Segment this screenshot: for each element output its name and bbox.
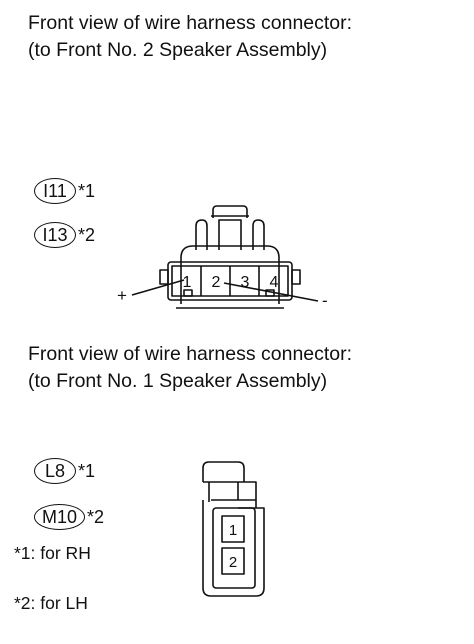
plus-leader-line xyxy=(131,279,185,296)
connector-2pin-drawing xyxy=(202,461,265,597)
connector-code-i13: I13 *2 xyxy=(34,222,95,248)
connector-code-oval: L8 xyxy=(34,458,76,484)
caption-bottom-line1: Front view of wire harness connector: xyxy=(28,343,353,365)
minus-leader-line xyxy=(223,282,319,302)
plus-label: + xyxy=(117,286,127,305)
connector-code-l8: L8 *1 xyxy=(34,458,95,484)
pin-label: 3 xyxy=(241,274,250,291)
connector-code-note: *2 xyxy=(78,224,96,245)
caption-top-line1: Front view of wire harness connector: xyxy=(28,12,353,34)
connector-code-i11: I11 *1 xyxy=(34,178,95,204)
caption-bottom: Front view of wire harness connector: (t… xyxy=(28,341,352,395)
connector-code-oval: I13 xyxy=(34,222,76,248)
caption-top: Front view of wire harness connector: (t… xyxy=(28,10,352,64)
pin-labels-bottom: 12 xyxy=(229,522,237,571)
pin-label: 1 xyxy=(183,274,192,291)
pin-label: 2 xyxy=(229,554,237,571)
connector-code-note: *2 xyxy=(87,506,105,527)
footnote-rh: *1: for RH xyxy=(14,543,91,563)
pin-label: 2 xyxy=(212,274,221,291)
connector-code-note: *1 xyxy=(78,180,96,201)
footnote-lh: *2: for LH xyxy=(14,593,88,613)
pin-labels-top: 1 2 3 4 xyxy=(183,274,279,291)
pin-label: 4 xyxy=(270,274,279,291)
pin-label: 1 xyxy=(229,522,237,539)
caption-top-line2: (to Front No. 2 Speaker Assembly) xyxy=(28,39,328,61)
connector-code-m10: M10 *2 xyxy=(34,504,104,530)
caption-bottom-line2: (to Front No. 1 Speaker Assembly) xyxy=(28,370,328,392)
connector-code-oval: M10 xyxy=(34,504,86,530)
connector-code-oval: I11 xyxy=(34,178,76,204)
minus-label: - xyxy=(322,291,328,310)
connector-code-note: *1 xyxy=(78,460,96,481)
connector-4pin-drawing xyxy=(131,205,319,309)
